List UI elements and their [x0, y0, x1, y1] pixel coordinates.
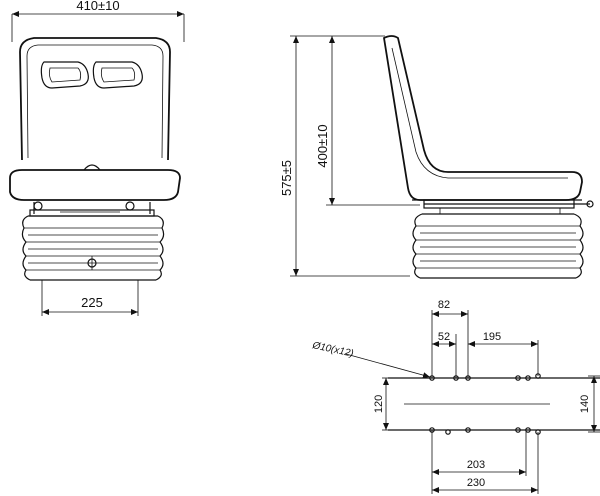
hole-spec-label: Ø10(x12): [310, 340, 354, 360]
mount-mechanism: [29, 201, 155, 217]
dim-120: 120: [373, 377, 398, 431]
side-bellows: [412, 213, 584, 279]
base-width-dimension: 225: [41, 280, 139, 316]
left-handle-inner: [48, 67, 82, 83]
seat-notch: [83, 164, 101, 171]
total-height-dimension: 575±5: [279, 35, 410, 277]
dim-52-label: 52: [438, 331, 450, 343]
base-width-label: 225: [81, 295, 103, 310]
backrest-outline: [19, 37, 171, 161]
hole: [525, 375, 531, 381]
dim-203-label: 203: [467, 459, 485, 471]
seat-width-dimension: 410±10: [11, 0, 185, 42]
dim-140-label: 140: [579, 395, 591, 413]
side-mechanism: [423, 199, 594, 214]
hole-callout: Ø10(x12): [310, 340, 431, 379]
seat-profile-inner: [391, 47, 568, 179]
dim-120-label: 120: [373, 395, 385, 413]
dim-230-label: 230: [467, 477, 485, 489]
backrest-height-label: 400±10: [315, 124, 330, 167]
dim-82-label: 82: [438, 299, 450, 311]
hole: [445, 429, 451, 435]
hole: [465, 427, 471, 433]
seat-width-label: 410±10: [76, 0, 119, 13]
right-handle-cutout: [92, 61, 143, 89]
dim-140: 140: [579, 375, 600, 433]
total-height-label: 575±5: [279, 160, 294, 196]
side-view: 575±5 400±10: [279, 35, 594, 279]
dim-203: 203: [431, 430, 527, 494]
front-view: 410±10: [9, 0, 185, 316]
right-handle-inner: [100, 67, 136, 83]
seat-profile-outer: [383, 35, 583, 201]
dim-52: 52: [432, 331, 457, 378]
backrest-inner: [26, 44, 164, 159]
dim-195: 195: [468, 331, 539, 376]
dim-195-label: 195: [483, 331, 501, 343]
seat-cushion: [9, 169, 181, 201]
hole: [515, 427, 521, 433]
hole: [515, 375, 521, 381]
front-bellows: [21, 215, 165, 281]
dim-230: 230: [432, 432, 539, 494]
base-plan: Ø10(x12) 82 52 195 120: [310, 299, 600, 494]
backrest-height-dimension: 400±10: [315, 36, 420, 206]
left-handle-cutout: [40, 61, 89, 89]
